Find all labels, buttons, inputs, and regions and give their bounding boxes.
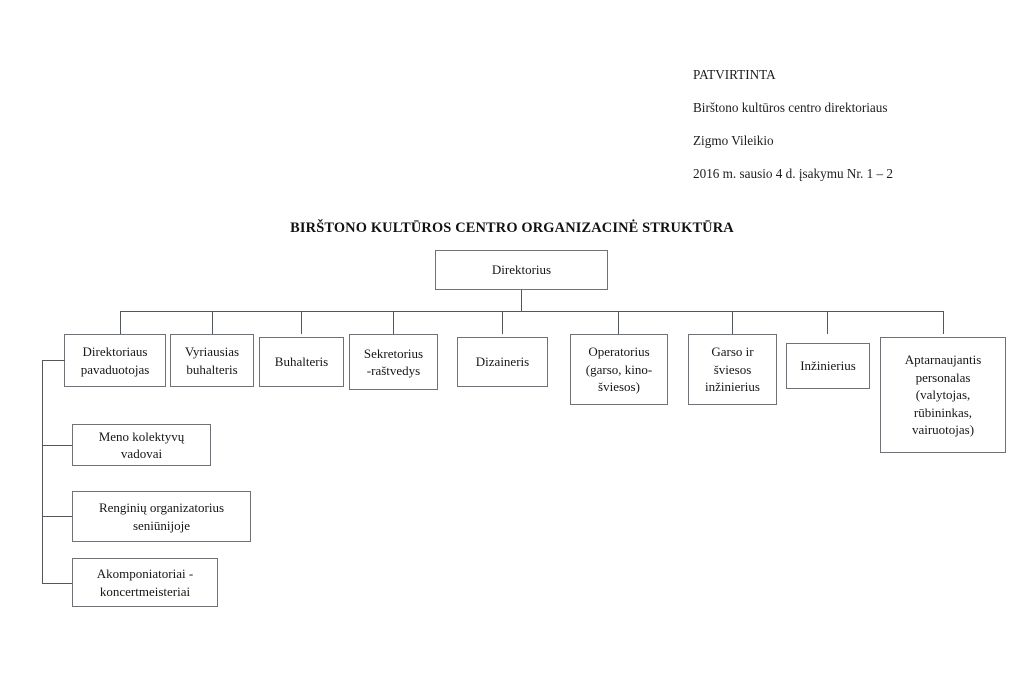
connector-stub-meno-kolektyvu-vadovai [42, 445, 73, 446]
connector-drop-vyriausias-buhalteris [212, 311, 213, 334]
connector-drop-operatorius [618, 311, 619, 334]
node-aptarnaujantis-personalas-label: Aptarnaujantis personalas (valytojas, rū… [904, 352, 982, 438]
node-garso-ir-sviesos-inzinierius-label: Garso ir šviesos inžinierius [705, 344, 760, 395]
node-sekretorius-rastvedys-label: Sekretorius -raštvedys [363, 345, 424, 379]
connector-stub-akomponiatoriai [42, 583, 73, 584]
node-sekretorius-rastvedys: Sekretorius -raštvedys [349, 334, 438, 390]
node-renginiu-organizatorius-seniunijoje: Renginių organizatorius seniūnijoje [72, 491, 251, 542]
approval-line-2: Birštono kultūros centro direktoriaus [693, 100, 888, 115]
approval-line-1: PATVIRTINTA [693, 67, 776, 82]
connector-drop-garso-ir-sviesos-inzinierius [732, 311, 733, 334]
node-akomponiatoriai-koncertmeisteriai-label: Akomponiatoriai - koncertmeisteriai [96, 566, 194, 599]
node-aptarnaujantis-personalas: Aptarnaujantis personalas (valytojas, rū… [880, 337, 1006, 453]
approval-line-3: Zigmo Vileikio [693, 133, 774, 148]
node-buhalteris: Buhalteris [259, 337, 344, 387]
node-operatorius: Operatorius (garso, kino- šviesos) [570, 334, 668, 405]
node-operatorius-label: Operatorius (garso, kino- šviesos) [585, 344, 653, 395]
node-direktorius: Direktorius [435, 250, 608, 290]
connector-horizontal-bus [120, 311, 944, 312]
node-dizaineris: Dizaineris [457, 337, 548, 387]
node-akomponiatoriai-koncertmeisteriai: Akomponiatoriai - koncertmeisteriai [72, 558, 218, 607]
node-direktoriaus-pavaduotojas-label: Direktoriaus pavaduotojas [80, 344, 150, 377]
chart-title: BIRŠTONO KULTŪROS CENTRO ORGANIZACINĖ ST… [290, 220, 734, 236]
node-inzinierius-label: Inžinierius [800, 358, 856, 374]
connector-drop-inzinierius [827, 311, 828, 334]
node-direktoriaus-pavaduotojas: Direktoriaus pavaduotojas [64, 334, 166, 387]
connector-drop-direktoriaus-pavaduotojas [120, 311, 121, 334]
approval-block: PATVIRTINTA Birštono kultūros centro dir… [693, 58, 993, 190]
node-meno-kolektyvu-vadovai-label: Meno kolektyvų vadovai [98, 428, 185, 462]
node-meno-kolektyvu-vadovai: Meno kolektyvų vadovai [72, 424, 211, 466]
node-buhalteris-label: Buhalteris [274, 354, 329, 370]
node-vyriausias-buhalteris-label: Vyriausias buhalteris [184, 344, 240, 377]
node-dizaineris-label: Dizaineris [475, 354, 530, 370]
node-garso-ir-sviesos-inzinierius: Garso ir šviesos inžinierius [688, 334, 777, 405]
connector-drop-dizaineris [502, 311, 503, 334]
connector-drop-aptarnaujantis-personalas [943, 311, 944, 334]
approval-line-4: 2016 m. sausio 4 d. įsakymu Nr. 1 – 2 [693, 166, 894, 181]
connector-drop-buhalteris [301, 311, 302, 334]
connector-root-drop [521, 290, 522, 311]
connector-stub-to-trunk [42, 360, 65, 361]
node-direktorius-label: Direktorius [491, 262, 552, 278]
node-inzinierius: Inžinierius [786, 343, 870, 389]
connector-stub-renginiu-organizatorius [42, 516, 73, 517]
node-vyriausias-buhalteris: Vyriausias buhalteris [170, 334, 254, 387]
node-renginiu-organizatorius-seniunijoje-label: Renginių organizatorius seniūnijoje [98, 500, 225, 533]
connector-drop-sekretorius-rastvedys [393, 311, 394, 334]
connector-vertical-trunk [42, 360, 43, 583]
